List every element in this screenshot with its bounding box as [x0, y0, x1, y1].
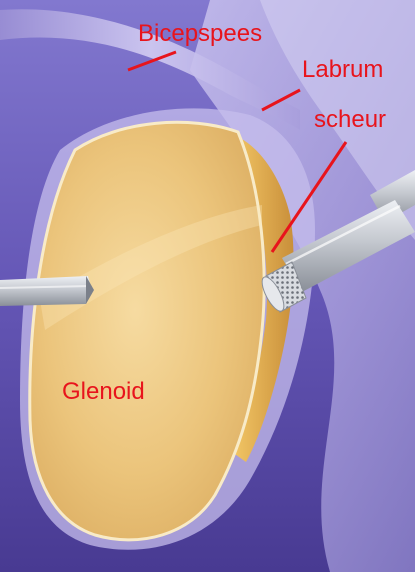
probe-shaft-icon	[0, 276, 94, 306]
labrum-label: Labrum	[302, 56, 383, 83]
biceps-tendon-label: Bicepspees	[138, 20, 262, 47]
tear-label: scheur	[314, 106, 386, 133]
glenoid-label: Glenoid	[62, 378, 145, 405]
